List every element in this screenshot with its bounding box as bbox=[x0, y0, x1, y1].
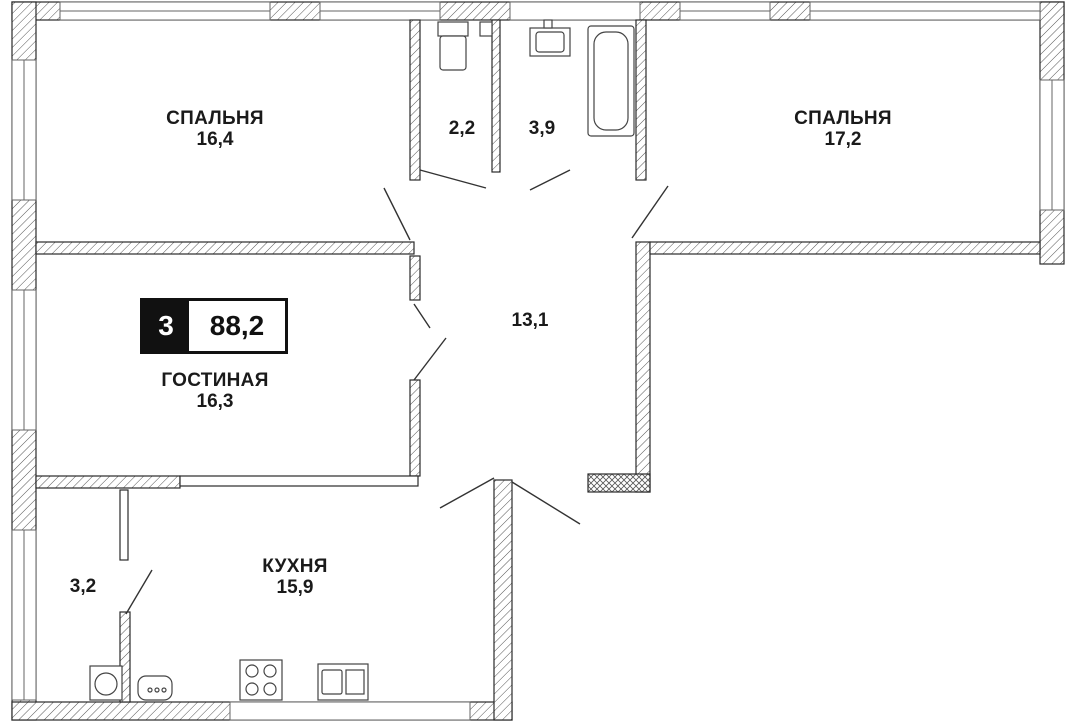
kitchen-sink-icon bbox=[317, 663, 369, 701]
room-area: 3,9 bbox=[528, 118, 556, 139]
toilet-icon bbox=[437, 21, 493, 71]
room-area: 16,3 bbox=[196, 391, 234, 413]
room-storage: 3,2 bbox=[58, 576, 108, 597]
room-bedroom-right: СПАЛЬНЯ 17,2 bbox=[778, 108, 908, 151]
room-name: СПАЛЬНЯ bbox=[794, 108, 892, 129]
room-living: ГОСТИНАЯ 16,3 bbox=[140, 370, 290, 413]
room-area: 17,2 bbox=[824, 129, 862, 151]
room-count: 3 bbox=[143, 301, 189, 351]
apartment-badge: 3 88,2 bbox=[140, 298, 288, 354]
room-area: 15,9 bbox=[276, 577, 314, 599]
doors bbox=[125, 169, 669, 615]
room-bedroom-left: СПАЛЬНЯ 16,4 bbox=[150, 108, 280, 151]
room-name: КУХНЯ bbox=[262, 556, 328, 577]
boiler-icon bbox=[137, 675, 173, 701]
windows bbox=[11, 1, 1065, 721]
room-name: СПАЛЬНЯ bbox=[166, 108, 264, 129]
room-area: 13,1 bbox=[511, 310, 549, 331]
room-name: ГОСТИНАЯ bbox=[161, 370, 269, 391]
room-area: 3,2 bbox=[69, 576, 97, 597]
room-kitchen: КУХНЯ 15,9 bbox=[240, 556, 350, 599]
room-area: 16,4 bbox=[196, 129, 234, 151]
sink-icon bbox=[529, 19, 571, 57]
total-area: 88,2 bbox=[209, 310, 265, 341]
bathtub-icon bbox=[587, 25, 635, 137]
room-bathroom: 3,9 bbox=[512, 118, 572, 139]
room-wc: 2,2 bbox=[432, 118, 492, 139]
interior-walls bbox=[35, 19, 1041, 703]
stove-icon bbox=[239, 659, 283, 701]
room-hall: 13,1 bbox=[500, 310, 560, 331]
room-area: 2,2 bbox=[448, 118, 476, 139]
washing-machine-icon bbox=[89, 665, 123, 701]
